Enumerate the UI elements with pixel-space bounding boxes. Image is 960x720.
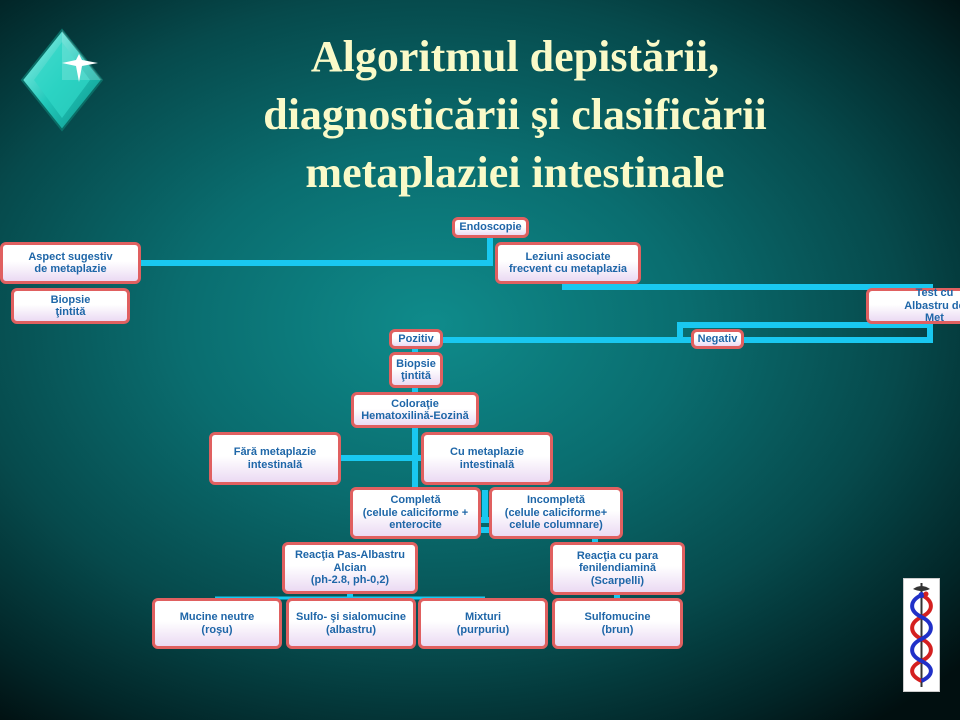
box-mucine-neutre: Mucine neutre (roşu)	[152, 598, 282, 649]
box-sulfo-sialomucine: Sulfo- şi sialomucine (albastru)	[286, 598, 416, 649]
box-biopsie-tintita-center: Biopsie ţintită	[389, 352, 443, 388]
diamond-sparkle-icon	[20, 28, 104, 132]
box-cu-metaplazie: Cu metaplazie intestinală	[421, 432, 553, 485]
box-aspect-sugestiv: Aspect sugestiv de metaplazie	[0, 242, 141, 284]
box-sulfomucine: Sulfomucine (brun)	[552, 598, 683, 649]
box-mixturi: Mixturi (purpuriu)	[418, 598, 548, 649]
box-incompleta: Incompletă (celule caliciforme+ celule c…	[489, 487, 623, 539]
box-completa: Completă (celule caliciforme + enterocit…	[350, 487, 481, 539]
box-negativ: Negativ	[691, 329, 744, 349]
caduceus-icon	[903, 578, 940, 692]
box-reactia-para: Reacţia cu para fenilendiamină (Scarpell…	[550, 542, 685, 595]
box-reactia-pas: Reacţia Pas-Albastru Alcian (ph-2.8, ph-…	[282, 542, 418, 594]
box-biopsie-tintita-left: Biopsie ţintită	[11, 288, 130, 324]
box-test-albastru: Test cu Albastru de Met	[866, 287, 960, 324]
box-fara-metaplazie: Fără metaplazie intestinală	[209, 432, 341, 485]
slide-title: Algoritmul depistării, diagnosticării şi…	[263, 32, 767, 197]
box-pozitiv: Pozitiv	[389, 329, 443, 349]
box-endoscopie: Endoscopie	[452, 217, 529, 238]
box-coloratie: Coloraţie Hematoxilină-Eozină	[351, 392, 479, 428]
box-leziuni-asociate: Leziuni asociate frecvent cu metaplazia	[495, 242, 641, 284]
